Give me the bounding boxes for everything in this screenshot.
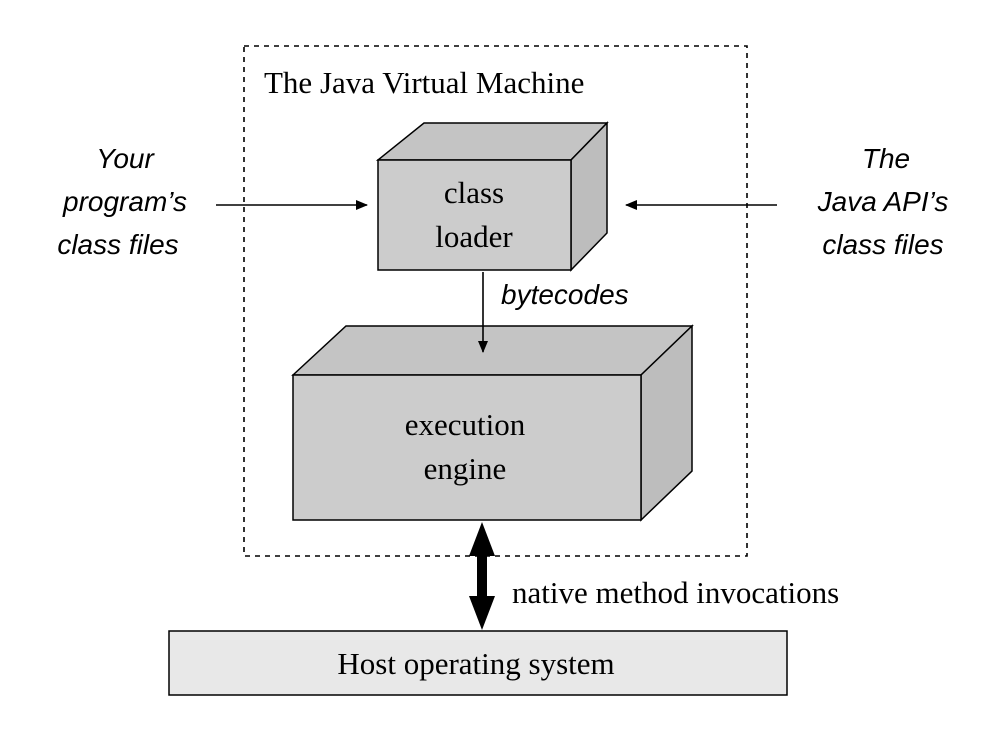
- class-loader-label-line2: loader: [435, 219, 513, 254]
- host-os-box: [168, 630, 788, 696]
- program-class-files-label: Your program’s class files: [57, 143, 187, 260]
- jvm-title: The Java Virtual Machine: [264, 65, 584, 100]
- java-api-class-files-line1: The: [862, 143, 910, 174]
- program-class-files-line2: program’s: [62, 186, 187, 217]
- execution-engine-label-line2: engine: [424, 451, 507, 486]
- program-class-files-line3: class files: [57, 229, 178, 260]
- execution-engine-box: execution engine: [291, 324, 694, 522]
- class-loader-front-face: [377, 159, 572, 271]
- java-api-class-files-line3: class files: [822, 229, 943, 260]
- execution-engine-front-face: [292, 374, 642, 521]
- class-loader-box: class loader: [375, 121, 609, 272]
- program-class-files-line1: Your: [96, 143, 155, 174]
- jvm-boundary: [243, 45, 748, 557]
- java-api-class-files-label: The Java API’s class files: [817, 143, 949, 260]
- native-method-arrow: [469, 522, 495, 630]
- execution-engine-top-face: [291, 325, 694, 376]
- host-os-label: Host operating system: [337, 646, 614, 681]
- execution-engine-label-line1: execution: [405, 407, 526, 442]
- java-api-class-files-line2: Java API’s: [817, 186, 949, 217]
- class-loader-label-line1: class: [444, 175, 504, 210]
- bytecodes-label: bytecodes: [501, 279, 629, 310]
- class-loader-top-face: [375, 122, 609, 161]
- native-method-label: native method invocations: [512, 575, 839, 610]
